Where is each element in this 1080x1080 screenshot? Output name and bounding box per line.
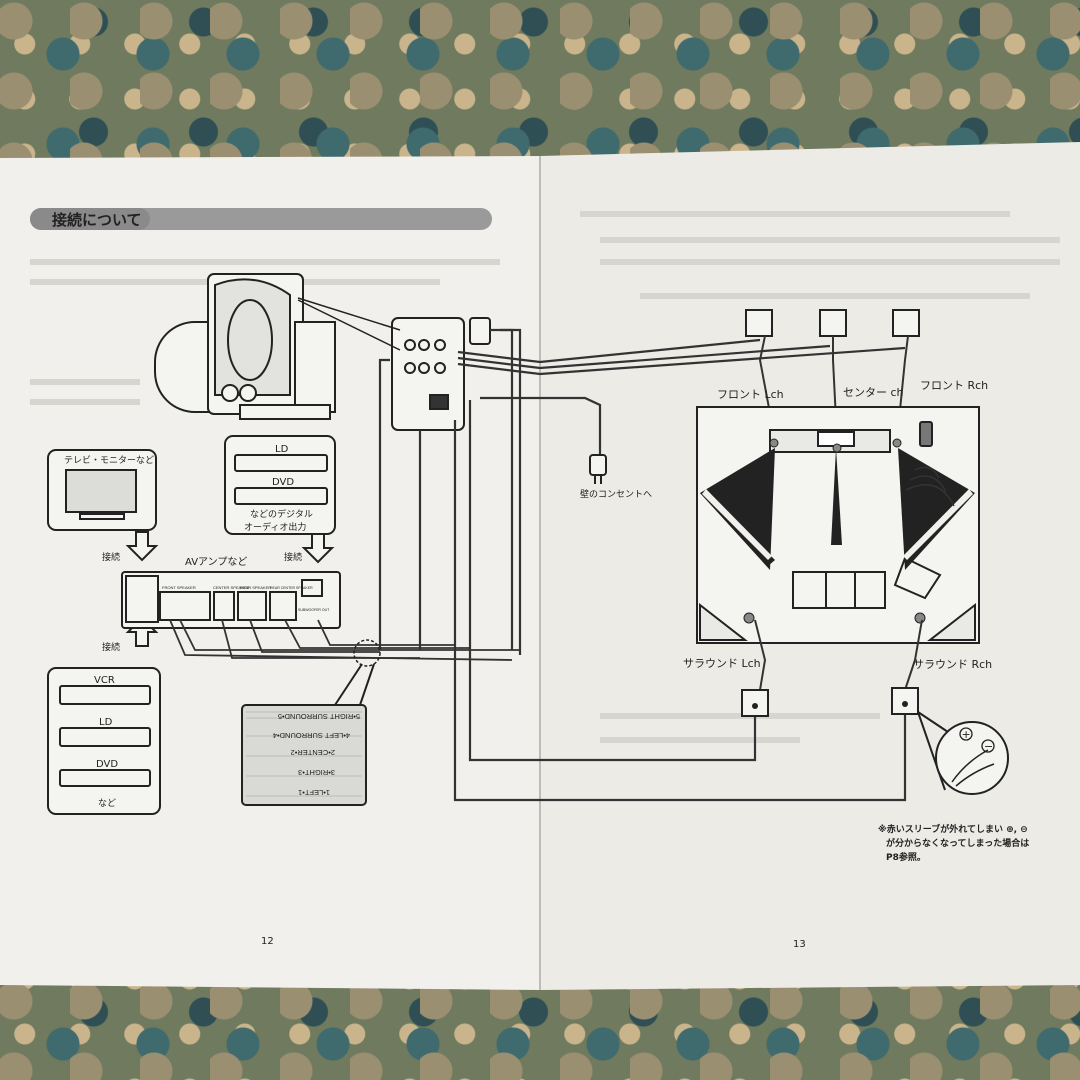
cable-label-5: 5•RIGHT SURROUND•5: [278, 712, 360, 721]
amp-cables: [169, 619, 520, 661]
ld-dvd-box: [224, 435, 336, 535]
vcr-label: VCR: [94, 675, 115, 686]
note-line-1: ※赤いスリーブが外れてしまい ⊕, ⊖: [878, 823, 1028, 835]
cable-label-2: 2•CENTER•2: [291, 748, 335, 757]
speaker-cables: [378, 328, 907, 802]
note-line-2: が分からなくなってしまった場合は: [886, 837, 1029, 849]
power-plug-icon: [589, 454, 607, 484]
connect-right-label: 接続: [284, 551, 302, 563]
amp-front-label: FRONT SPEAKER: [162, 585, 196, 590]
cable-labels-upside-down: 5•RIGHT SURROUND•5 4•LEFT SURROUND•4 2•C…: [273, 712, 360, 797]
front-l-label: フロント Lch: [717, 388, 784, 401]
front-r-speaker: [892, 309, 920, 337]
surround-r-label: サラウンド Rch: [913, 658, 992, 671]
dvd2-label: DVD: [96, 759, 118, 770]
connect-left-label: 接続: [102, 551, 120, 563]
cable-label-1: 1•LEFT•1: [298, 788, 330, 797]
digital-out-line1: などのデジタル: [250, 508, 313, 520]
amp-subwoofer-label: SUBWOOFER OUT: [298, 608, 330, 612]
outlet-label: 壁のコンセントへ: [580, 488, 652, 500]
center-label: センター ch: [843, 386, 904, 399]
etc-label: など: [98, 798, 116, 809]
cable-label-4: 4•LEFT SURROUND•4: [273, 731, 350, 740]
subwoofer-rear-panel: [391, 317, 491, 431]
right-page-number: 13: [793, 939, 806, 950]
note-line-3: P8参照。: [886, 851, 926, 863]
front-speaker-boxes: [745, 309, 920, 337]
source-devices-box: [47, 667, 161, 815]
av-amp-label: AVアンプなど: [185, 556, 247, 568]
section-title: 接続について: [52, 211, 142, 229]
tv-label: テレビ・モニターなど: [64, 455, 154, 466]
digital-out-line2: オーディオ出力: [244, 521, 306, 533]
surround-r-speaker: [891, 687, 919, 715]
ld2-label: LD: [99, 717, 113, 728]
cable-magnify-circle: [353, 639, 381, 667]
show-through-lines: [30, 211, 1060, 743]
cable-label-callout: [241, 704, 367, 806]
cable-label-3: 3•RIGHT•3: [298, 768, 335, 777]
tv-box: [47, 449, 157, 531]
plus-icon: [959, 727, 973, 741]
minus-mark: −: [984, 740, 993, 753]
left-page-number: 12: [261, 936, 274, 947]
polarity-marks: + −: [959, 727, 995, 753]
amp-rear-center-label: REAR CENTER SPEAKER: [270, 586, 313, 590]
ld-label: LD: [275, 444, 289, 455]
connect-bottom-label: 接続: [102, 641, 120, 653]
subwoofer-unit: [154, 273, 336, 420]
center-speaker: [819, 309, 847, 337]
minus-icon: [981, 739, 995, 753]
amp-rear-label: REAR SPEAKER: [240, 585, 271, 590]
front-r-label: フロント Rch: [920, 379, 988, 392]
dvd-label: DVD: [272, 477, 294, 488]
av-amp-box: [121, 571, 341, 629]
surround-l-label: サラウンド Lch: [683, 657, 761, 670]
amp-center-label: CENTER SPEAKER: [213, 585, 250, 590]
plus-mark: +: [962, 728, 971, 741]
front-l-speaker: [745, 309, 773, 337]
